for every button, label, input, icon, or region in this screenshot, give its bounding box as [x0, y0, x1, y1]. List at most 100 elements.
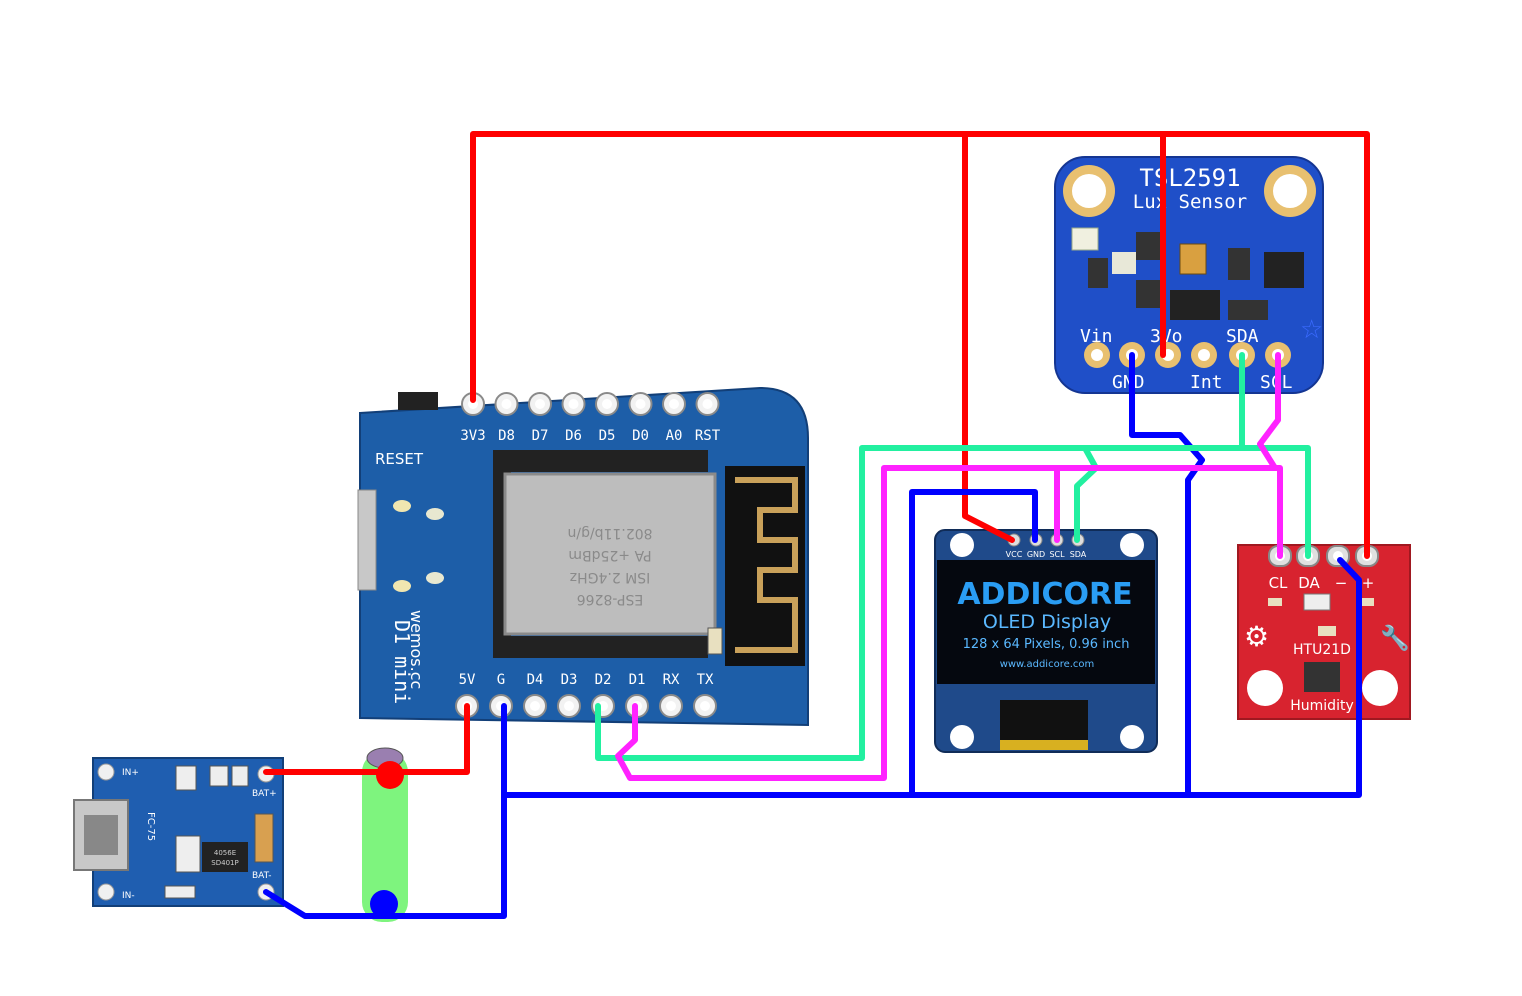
smd-part	[1088, 258, 1108, 288]
tsl-subtitle: Lux Sensor	[1133, 191, 1247, 213]
smd-part	[1268, 598, 1282, 606]
label-in-minus: IN-	[122, 891, 135, 901]
htu-chip	[1304, 662, 1340, 692]
pin-label-d1: D1	[629, 672, 646, 688]
mount-hole	[1120, 725, 1144, 749]
wire-sda-htu	[595, 445, 1311, 761]
pin-label-d6: D6	[565, 428, 582, 444]
pin-label-5v: 5V	[459, 672, 476, 688]
pin-label-int: Int	[1190, 372, 1223, 393]
pin-label-d7: D7	[532, 428, 549, 444]
smd-part	[1228, 300, 1268, 320]
oled-brand: ADDICORE	[957, 577, 1132, 612]
oled-spec: 128 x 64 Pixels, 0.96 inch	[963, 637, 1130, 652]
mount-hole	[1247, 670, 1283, 706]
pad-in-plus	[97, 763, 115, 781]
wrench-icon: 🔧	[1380, 623, 1410, 652]
wires	[263, 131, 1370, 919]
pin-hole	[702, 399, 713, 409]
reset-label: RESET	[375, 450, 424, 468]
chip-label: 4056E	[214, 849, 236, 857]
battery-cell	[362, 747, 408, 922]
pad	[393, 500, 411, 512]
label-bat-plus: BAT+	[252, 789, 277, 799]
board-name: D1 mini	[390, 620, 414, 704]
gear-icon: ⚙	[1244, 620, 1269, 653]
pin-label-d2: D2	[595, 672, 612, 688]
pin-hole	[666, 701, 676, 711]
pin-label-3v3: 3V3	[460, 428, 485, 444]
bottom-header-strip	[493, 636, 708, 658]
esp-module-text: ESP-8266 ISM 2.4GHz PA +25dBm 802.11b/g/…	[567, 525, 652, 607]
tsl-title: TSL2591	[1139, 164, 1240, 192]
label-bat-minus: BAT-	[252, 871, 272, 881]
pin-label-gnd: GND	[1027, 550, 1045, 559]
module-text: ESP-8266	[577, 591, 644, 607]
sensor-chip	[1179, 243, 1207, 275]
htu-label: Humidity	[1290, 698, 1353, 714]
pin-label-d4: D4	[527, 672, 544, 688]
board-name-rotated: D1 mini wemos.cc	[390, 610, 426, 704]
wire-gnd-bat-minus	[263, 703, 507, 919]
pin-label-cl: CL	[1269, 574, 1288, 592]
mount-hole	[950, 533, 974, 557]
ribbon-contacts	[1000, 740, 1088, 750]
pin-label-rx: RX	[663, 672, 680, 688]
wire-3v3-oled-vcc	[962, 131, 1015, 543]
star-logo-icon: ☆	[1300, 315, 1323, 345]
pin-label-d0: D0	[632, 428, 649, 444]
pin-hole	[530, 701, 540, 711]
pin-label-3vo: 3Vo	[1150, 326, 1183, 347]
wire-scl-htu	[615, 465, 1283, 781]
pin-label-g: G	[497, 672, 505, 688]
pin-hole	[501, 399, 512, 409]
pin-label-minus: −	[1335, 574, 1348, 592]
pin-label-d5: D5	[599, 428, 616, 444]
smd-part	[231, 765, 249, 787]
pin-label-rst: RST	[695, 428, 721, 444]
pin-hole	[700, 701, 710, 711]
pad-in-minus	[97, 883, 115, 901]
smd-part	[164, 885, 196, 899]
label-in-plus: IN+	[122, 768, 139, 778]
tp4056-chip	[202, 842, 248, 872]
oled-url: www.addicore.com	[1000, 659, 1095, 670]
transistor	[1264, 252, 1304, 288]
transistor	[1170, 290, 1220, 320]
wire-3v3-htu-plus	[470, 131, 1370, 559]
module-text: PA +25dBm	[568, 547, 651, 563]
pin-label-vcc: VCC	[1006, 550, 1023, 559]
board-site: wemos.cc	[407, 610, 426, 689]
wire-gnd-htu-minus	[501, 557, 1362, 798]
pin-hole	[1091, 349, 1103, 361]
chip-sublabel: SD401P	[211, 859, 238, 867]
reset-button	[398, 392, 438, 410]
tp4056-charger: IN+ IN- BAT+ BAT- 4056E SD401P FC-75	[73, 757, 284, 907]
pin-hole	[635, 399, 646, 409]
smd-part	[1136, 232, 1160, 260]
battery-plus-dot	[376, 761, 404, 789]
usb-port	[357, 489, 377, 591]
pad	[426, 508, 444, 520]
board-label: FC-75	[145, 812, 156, 841]
pin-hole	[535, 399, 545, 409]
smd-part	[1071, 227, 1099, 251]
battery-minus-dot	[370, 890, 398, 918]
pin-hole	[669, 399, 679, 409]
module-text: ISM 2.4GHz	[570, 569, 651, 585]
smd-part	[1228, 248, 1250, 280]
mount-hole-inner	[1072, 174, 1106, 208]
micro-usb-inner	[84, 815, 118, 855]
wire-5v-bat-plus	[263, 703, 470, 775]
smd-part	[1318, 626, 1336, 636]
smd-part	[209, 765, 229, 787]
led	[707, 627, 723, 655]
mount-hole	[1362, 670, 1398, 706]
mount-hole-inner	[1273, 174, 1307, 208]
tsl2591-sensor: TSL2591 Lux Sensor ☆ Vin 3Vo SDA GND Int…	[1054, 156, 1324, 394]
smd-part	[1360, 598, 1374, 606]
pin-label-da: DA	[1298, 574, 1320, 592]
wire-sda-oled	[1074, 445, 1099, 543]
